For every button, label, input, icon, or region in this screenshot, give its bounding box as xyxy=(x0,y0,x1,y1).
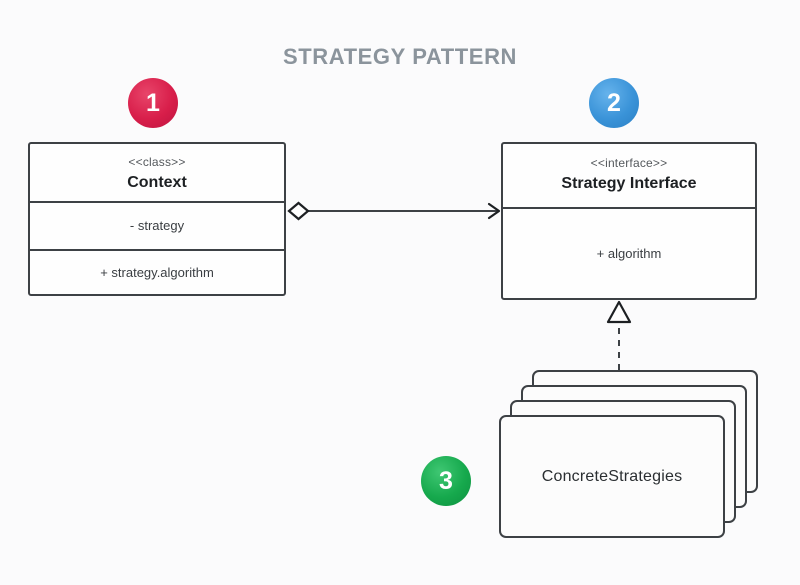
context-class-name: Context xyxy=(127,174,187,191)
hollow-triangle-icon xyxy=(606,300,632,324)
open-arrow-icon xyxy=(487,202,501,220)
realization-connector xyxy=(606,300,632,370)
step-badge-2[interactable]: 2 xyxy=(589,78,639,128)
step-badge-3[interactable]: 3 xyxy=(421,456,471,506)
context-operations: + strategy.algorithm xyxy=(30,249,284,294)
aggregation-connector xyxy=(287,201,501,221)
step-badge-3-number: 3 xyxy=(439,466,453,495)
page-title: STRATEGY PATTERN xyxy=(282,44,518,69)
step-badge-1-number: 1 xyxy=(146,88,160,117)
strategy-operation-algorithm: + algorithm xyxy=(596,246,662,261)
step-badge-2-number: 2 xyxy=(607,88,621,117)
context-operation-algorithm: + strategy.algorithm xyxy=(100,265,214,280)
concrete-strategy-card-front[interactable]: ConcreteStrategies xyxy=(499,415,725,538)
class-box-context[interactable]: <<class>> Context - strategy + strategy.… xyxy=(28,142,286,296)
concrete-strategies-label: ConcreteStrategies xyxy=(541,467,683,485)
strategy-operations: + algorithm xyxy=(503,207,755,298)
context-attributes: - strategy xyxy=(30,201,284,249)
context-header: <<class>> Context xyxy=(30,144,284,201)
strategy-stereotype: <<interface>> xyxy=(590,156,668,170)
context-stereotype: <<class>> xyxy=(128,155,186,169)
class-box-strategy-interface[interactable]: <<interface>> Strategy Interface + algor… xyxy=(501,142,757,300)
strategy-class-name: Strategy Interface xyxy=(561,175,697,192)
strategy-header: <<interface>> Strategy Interface xyxy=(503,144,755,207)
hollow-diamond-icon xyxy=(287,201,310,221)
step-badge-1[interactable]: 1 xyxy=(128,78,178,128)
context-attribute-strategy: - strategy xyxy=(129,218,185,233)
